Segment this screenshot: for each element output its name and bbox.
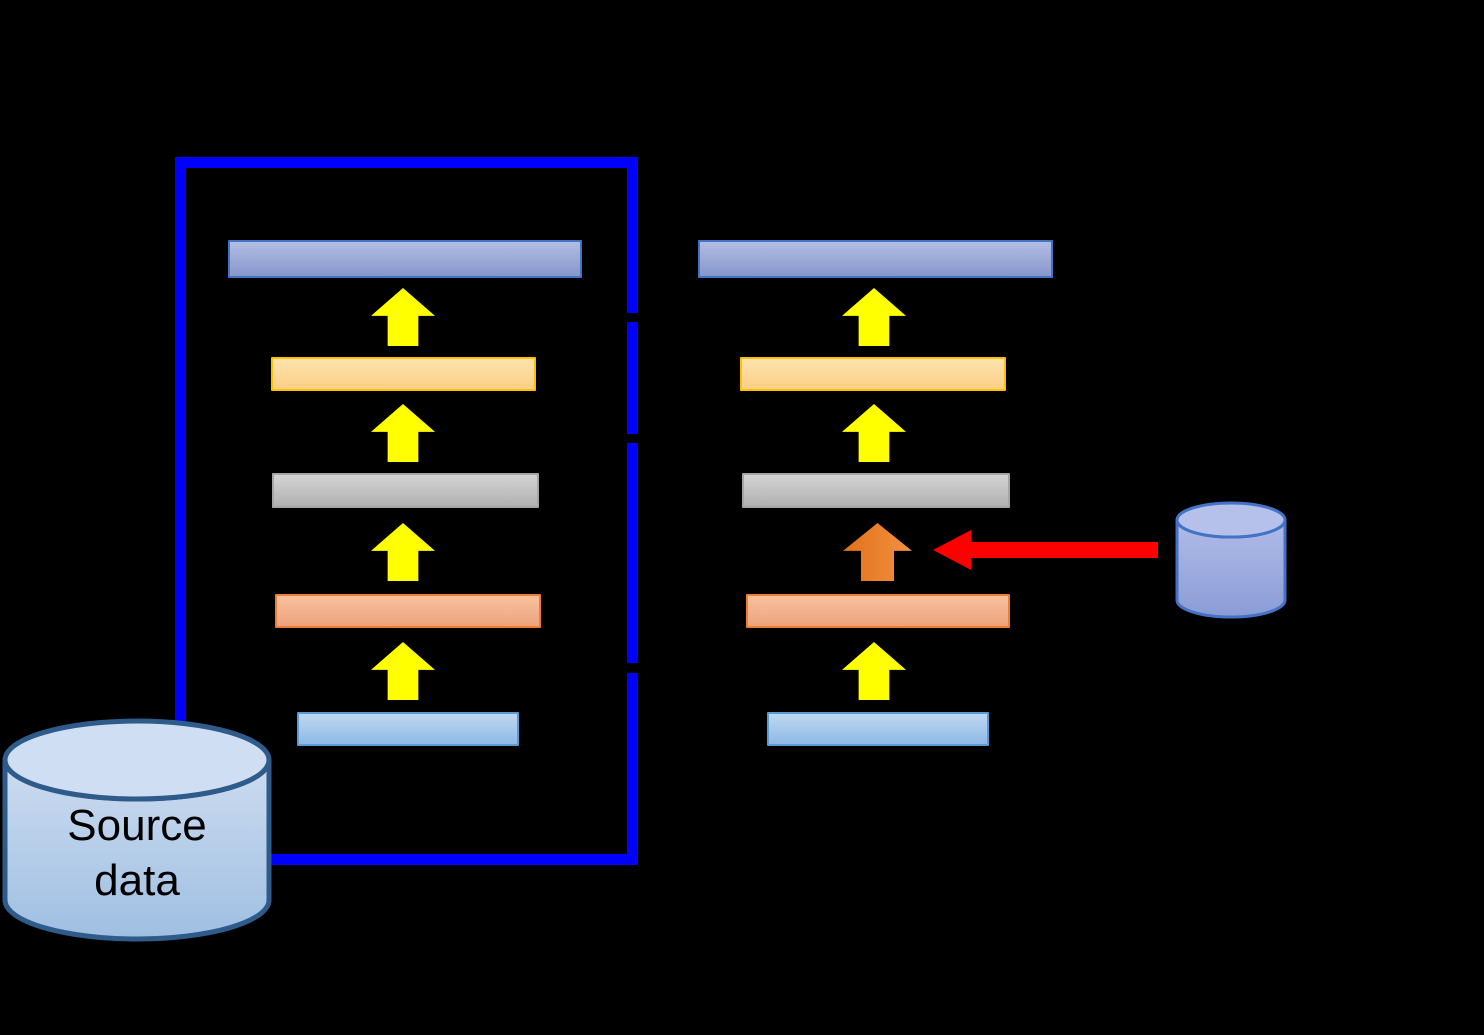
right-stack-layer-sky [767, 712, 989, 746]
left-stack-layer-blue [228, 240, 582, 278]
left-stack-layer-gold [271, 357, 536, 391]
source-data-label: Source data [67, 801, 207, 905]
right-up-arrow-1-icon [842, 288, 906, 346]
frame-gap [624, 434, 640, 443]
right-up-arrow-4-icon [842, 642, 906, 700]
frame-gap [624, 313, 640, 322]
side-database-cylinder [1174, 500, 1288, 627]
frame-gap [624, 663, 640, 673]
right-stack-layer-salmon [746, 594, 1010, 628]
left-stack-layer-salmon [275, 594, 541, 628]
right-stack-layer-blue [698, 240, 1053, 278]
source-data-cylinder [2, 716, 272, 949]
left-stack-layer-gray [272, 473, 539, 508]
database-cylinder-icon [2, 718, 272, 942]
pipeline-frame [175, 157, 638, 865]
right-up-arrow-2-icon [842, 404, 906, 462]
injection-arrow-icon [933, 530, 1158, 570]
right-stack-layer-gold [740, 357, 1006, 391]
highlight-up-arrow-icon [843, 523, 912, 581]
left-stack-layer-sky [297, 712, 519, 746]
right-stack-layer-gray [742, 473, 1010, 508]
database-cylinder-icon [1175, 501, 1287, 619]
